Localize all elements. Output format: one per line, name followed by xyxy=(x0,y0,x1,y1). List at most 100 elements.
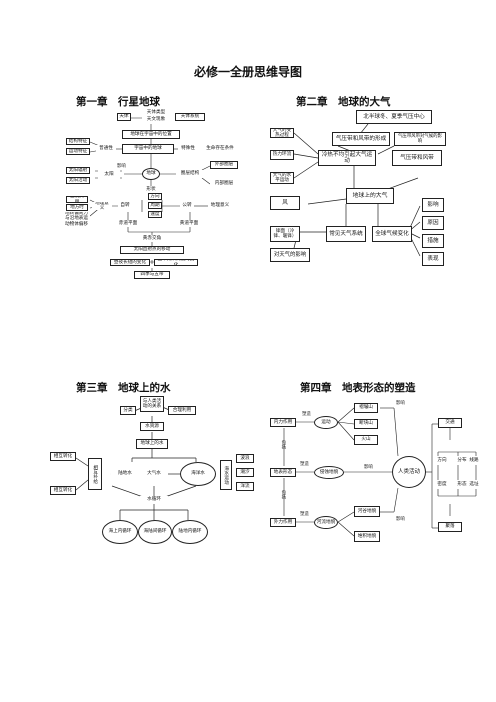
c1-solar-radiation: 太阳辐射 xyxy=(66,167,90,174)
c1-obliquity: 黄赤交角 xyxy=(138,235,166,242)
c1-special: 特殊性 xyxy=(178,145,198,153)
c1-life-conditions: 生命存在条件 xyxy=(202,145,238,153)
c3-human-relation: 与人类活动的关系 xyxy=(140,396,164,412)
c2-weather-systems: 常见天气系统 xyxy=(326,226,366,242)
c3-land-water: 陆地水 xyxy=(110,462,140,486)
c3-currents: 洋流 xyxy=(236,482,254,491)
c1-subsolar-point: 太阳直射点的移动 xyxy=(120,246,184,254)
c3-land-inner-cycle: 陆地内循环 xyxy=(172,520,208,544)
c1-direction: 方向 xyxy=(148,193,162,200)
c1-celestial-body: 天体 xyxy=(117,113,131,121)
c4-fault-mountain: 断块山 xyxy=(354,419,378,429)
c4-settlement: 聚落 xyxy=(438,522,462,532)
c2-belt-climate-impact: 气压带风带对气候的影响 xyxy=(394,132,446,146)
c4-include-label-2: 包括 xyxy=(280,490,286,499)
c1-rotation: 自转 xyxy=(118,202,132,210)
c4-river-landform: 河流地貌 xyxy=(314,516,338,529)
chapter-1-heading: 第一章 行星地球 xyxy=(76,96,160,108)
c4-shape-label-1: 塑造 xyxy=(302,412,311,417)
c4-direction: 方向 xyxy=(434,456,450,465)
c4-influence-label-1: 影响 xyxy=(396,401,405,406)
c2-global-climate-change: 全球气候变化 xyxy=(372,226,412,242)
c3-mutual-recharge: 相互补给 xyxy=(88,458,102,490)
c2-horizontal-motion: 大气的水平运动 xyxy=(270,172,294,184)
c1-motion-feature: 运动特征 xyxy=(66,148,90,155)
c4-volcano: 火山 xyxy=(354,435,378,445)
c4-distribution: 分布 xyxy=(454,456,470,465)
chapter-1-mindmap: 天体 天体类型 天文现象 天体系统 地球在宇宙中的位置 结构特征 运动特征 普通… xyxy=(62,108,240,284)
chapter-4-mindmap: 内力作用 塑造 运动 褶皱山 断块山 火山 影响 包括 地表形态 塑造 侵蚀地貌… xyxy=(268,394,480,554)
c1-equator-plane: 赤道平面 xyxy=(114,220,142,227)
c2-impact: 影响 xyxy=(422,198,444,212)
c1-solar-activity: 太阳活动 xyxy=(66,177,90,184)
c2-manifestation: 表现 xyxy=(422,252,444,266)
c1-geo-meaning-right: 地理意义 xyxy=(208,202,232,210)
c1-sun: 太阳 xyxy=(98,170,120,179)
chapter-2-heading: 第二章 地球的大气 xyxy=(296,96,391,108)
c1-earth-position: 地球在宇宙中的位置 xyxy=(122,130,180,139)
chapter-3-heading: 第三章 地球上的水 xyxy=(76,382,171,394)
c1-ordinary: 普通性 xyxy=(96,145,116,153)
c4-human-activity: 人类活动 xyxy=(392,456,426,488)
c3-mutual-transform-top: 相互转化 xyxy=(50,452,76,461)
c3-rational-use: 合理利用 xyxy=(168,406,196,415)
c4-morphology: 形态 xyxy=(454,480,470,489)
chapter-2-mindmap: 北半球冬、夏季气压中心 气压带和风带的形成 气压带风带对气候的影响 大气的受热过… xyxy=(268,108,446,284)
c4-shape-label-3: 塑造 xyxy=(300,512,309,517)
c4-route: 线路 xyxy=(468,456,480,465)
c3-tides: 潮汐 xyxy=(236,468,254,477)
c2-uneven-heating: 冷热不均引起大气运动 xyxy=(318,150,376,166)
c1-celestial-system: 天体系统 xyxy=(175,113,205,121)
c1-period: 周期 xyxy=(148,202,162,209)
c4-site-selection: 选址 xyxy=(468,480,480,489)
c1-layer-structure: 圈层结构 xyxy=(176,170,204,178)
c3-ocean-inner-cycle: 海上内循环 xyxy=(102,520,138,544)
c2-wind: 风 xyxy=(270,196,300,210)
c4-surface-form: 地表形态 xyxy=(270,468,296,477)
c4-influence-label-3: 影响 xyxy=(396,517,405,522)
chapter-4-heading: 第四章 地表形态的塑造 xyxy=(300,382,416,394)
chapter-3-mindmap: 分类 与人类活动的关系 合理利用 水资源 地球上的水 相互转化 相互补给 相互转… xyxy=(46,394,256,554)
document-title: 必修一全册思维导图 xyxy=(193,65,302,79)
c2-heating-process: 大气的受热过程 xyxy=(270,128,294,138)
c1-seasons-zones: 四季与五带 xyxy=(134,271,170,279)
c1-coriolis: 地转偏向力与沿地表运动物体偏移 xyxy=(63,212,90,226)
c2-cause: 原因 xyxy=(422,216,444,230)
c2-fronts: 锋面（冷锋、暖锋） xyxy=(270,226,300,242)
c3-classification: 分类 xyxy=(120,406,136,415)
c2-measures: 措施 xyxy=(422,234,444,248)
c1-daylength-change: 昼夜长短的变化 xyxy=(110,259,150,266)
c4-crustal-movement: 运动 xyxy=(314,416,338,429)
c1-earth-in-universe: 宇宙中的地球 xyxy=(122,144,174,154)
c2-atmosphere-center: 地球上的大气 xyxy=(346,188,394,204)
c4-shape-label-2: 塑造 xyxy=(300,462,309,467)
c4-internal-force: 内力作用 xyxy=(270,418,296,427)
c1-local-time: 地方时 xyxy=(66,204,88,211)
c1-celestial-types: 天体类型 xyxy=(142,109,170,116)
c3-ocean-motion: 海水运动 xyxy=(220,460,232,490)
c1-geo-meaning-left: 地理意义 xyxy=(92,202,112,210)
c4-erosion-landform: 侵蚀地貌 xyxy=(314,466,344,479)
c3-waves: 波浪 xyxy=(236,454,254,463)
c1-inner-layers: 内部圈层 xyxy=(210,180,238,188)
c3-water-resources: 水资源 xyxy=(140,422,164,431)
c3-earth-water: 地球上的水 xyxy=(136,439,168,449)
c2-belt-formation: 气压带和风带的形成 xyxy=(332,132,390,146)
c1-day-night: 昼夜交替 xyxy=(66,196,88,203)
c3-atmosphere-water: 大气水 xyxy=(140,462,168,486)
c4-deposition-landform: 堆积地貌 xyxy=(354,531,380,542)
c2-pressure-centers: 北半球冬、夏季气压中心 xyxy=(356,110,432,124)
c3-mutual-transform-bottom: 相互转化 xyxy=(50,486,76,495)
c4-include-label-1: 包括 xyxy=(280,440,286,449)
c2-thermal-circulation: 热力环流 xyxy=(270,150,294,160)
c1-revolution: 公转 xyxy=(180,202,194,210)
c1-earth: 地球 xyxy=(142,168,160,180)
c1-astro-phenomena: 天文现象 xyxy=(142,116,170,123)
c2-pressure-wind-belts: 气压带和风带 xyxy=(392,150,442,166)
c1-influence-label: 影响 xyxy=(117,164,126,169)
c4-density: 密度 xyxy=(434,480,450,489)
c4-valley-landform: 河谷地貌 xyxy=(354,506,380,517)
c1-noon-sun-height: 正午太阳高度的变化 xyxy=(154,259,198,266)
c3-ocean-water: 海洋水 xyxy=(180,462,216,486)
c4-external-force: 外力作用 xyxy=(270,518,296,527)
